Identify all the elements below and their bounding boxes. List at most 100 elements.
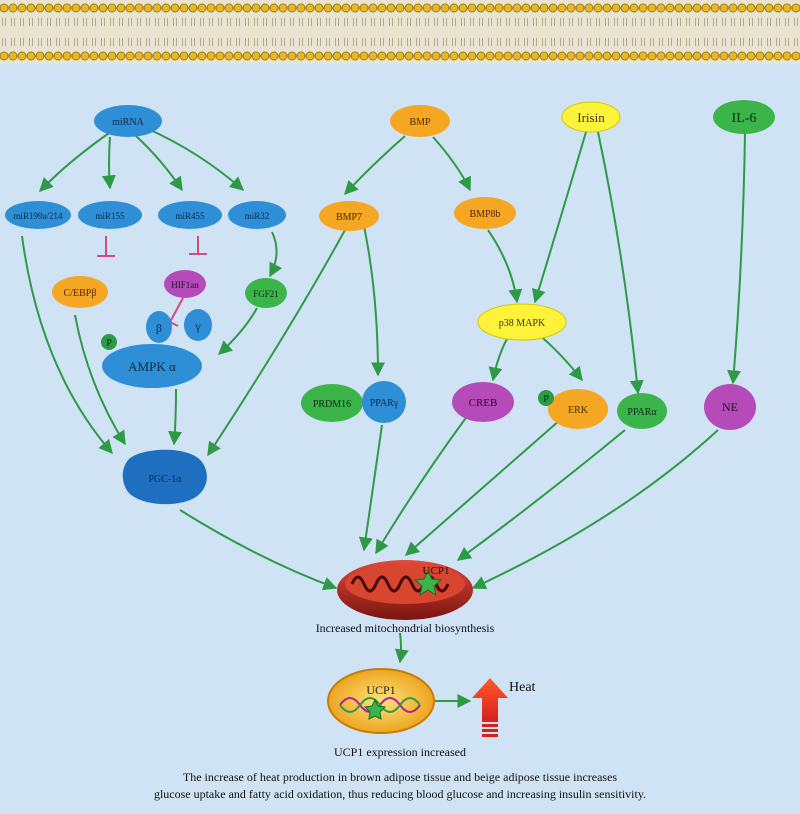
membrane-lipid-head [665,3,675,13]
membrane-lipid-head [143,51,153,61]
mito-caption: Increased mitochondrial biosynthesis [316,621,495,635]
arrow-ppara-mito [456,429,626,561]
membrane-lipid-head [368,3,378,13]
svg-text:UCP1: UCP1 [366,683,395,697]
membrane-lipid-head [728,51,738,61]
svg-text:HIF1an: HIF1an [171,280,199,290]
membrane-lipid-head [458,51,468,61]
svg-text:PRDM16: PRDM16 [313,399,351,410]
membrane-lipid-head [566,51,576,61]
arrow-bmp-bmp8b [432,136,471,192]
membrane-lipid-head [782,3,792,13]
membrane-lipid-head [557,51,567,61]
arrow-pgc1a-mito [179,509,338,591]
membrane-lipid-head [737,51,747,61]
node-bmp7: BMP7 [319,201,379,231]
node-mir155: miR155 [78,201,142,229]
membrane-lipid-head [296,3,306,13]
membrane-lipid-head [683,3,693,13]
node-p38-mapk: p38 MAPK [477,303,567,341]
membrane-lipid-head [170,51,180,61]
svg-text:NE: NE [722,400,738,414]
membrane-lipid-head [395,3,405,13]
membrane-lipid-head [773,51,783,61]
membrane-lipid-head [656,3,666,13]
membrane-lipid-head [215,51,225,61]
membrane-lipid-head [0,3,9,13]
membrane-lipid-head [233,3,243,13]
membrane-lipid-head [188,3,198,13]
membrane-lipid-head [494,51,504,61]
arrow-mito-cell [394,632,409,664]
phospho-badge-ampk: P [101,334,117,350]
arrow-pparg-mito [358,424,383,552]
svg-text:FGF21: FGF21 [253,289,279,299]
arrow-ne-mito [471,429,719,590]
membrane-lipid-head [710,3,720,13]
node-pgc1a: PGC-1α [122,449,207,505]
membrane-lipid-head [125,51,135,61]
membrane-lipid-head [521,51,531,61]
membrane-lipid-head [656,51,666,61]
membrane-lipid-head [710,51,720,61]
node-mir32: miR32 [228,201,286,229]
membrane-lipid-head [431,51,441,61]
membrane-lipid-head [53,51,63,61]
arrow-p38-erk [537,333,583,382]
membrane-lipid-head [485,3,495,13]
membrane-lipid-head [782,51,792,61]
node-ampk: β γ AMPK α [102,309,212,388]
membrane-lipid-head [458,3,468,13]
membrane-lipid-head [161,51,171,61]
membrane-lipid-head [593,3,603,13]
node-ppar-gamma: PPARγ [362,381,406,423]
arrow-ampk-pgc1a [168,388,183,446]
membrane-lipid-head [755,3,765,13]
node-hif1an: HIF1an [164,270,206,298]
membrane-lipid-head [701,3,711,13]
node-mirna: miRNA [94,105,162,137]
membrane-lipid-head [215,3,225,13]
membrane-lipid-head [44,51,54,61]
membrane-lipid-head [8,51,18,61]
membrane-lipid-head [548,51,558,61]
svg-text:PGC-1α: PGC-1α [148,474,182,485]
membrane-lipid-head [413,51,423,61]
membrane-lipid-head [764,51,774,61]
membrane-lipid-head [611,3,621,13]
membrane-lipid-head [629,51,639,61]
membrane-lipid-head [287,3,297,13]
arrow-irisin-ppara [597,131,644,395]
membrane-lipid-head [314,51,324,61]
membrane-lipid-head [152,3,162,13]
membrane-lipid-head [512,3,522,13]
svg-text:IL-6: IL-6 [732,111,757,126]
node-prdm16: PRDM16 [301,384,363,422]
membrane-lipid-head [440,3,450,13]
arrow-mirna-mir455 [135,135,183,192]
membrane-lipid-head [71,51,81,61]
node-fgf21: FGF21 [245,278,287,308]
heat-label: Heat [509,680,536,695]
membrane-lipid-head [350,51,360,61]
membrane-lipid-head [476,51,486,61]
membrane-lipid-head [287,51,297,61]
membrane-lipid-head [476,3,486,13]
membrane-lipid-head [395,51,405,61]
membrane-lipid-head [278,3,288,13]
arrow-bmp8b-p38 [487,229,523,304]
membrane-lipid-head [44,3,54,13]
membrane-lipid-head [485,51,495,61]
membrane-lipid-head [206,51,216,61]
membrane-lipid-head [764,3,774,13]
membrane-lipid-head [305,51,315,61]
membrane-lipid-head [143,3,153,13]
membrane-lipid-head [467,51,477,61]
membrane-lipid-head [386,3,396,13]
membrane-lipid-head [242,3,252,13]
membrane-lipid-head [35,3,45,13]
membrane-lipid-head [791,3,800,13]
arrow-bmp-bmp7 [344,135,406,196]
svg-text:BMP8b: BMP8b [469,209,500,220]
membrane-lipid-head [341,3,351,13]
